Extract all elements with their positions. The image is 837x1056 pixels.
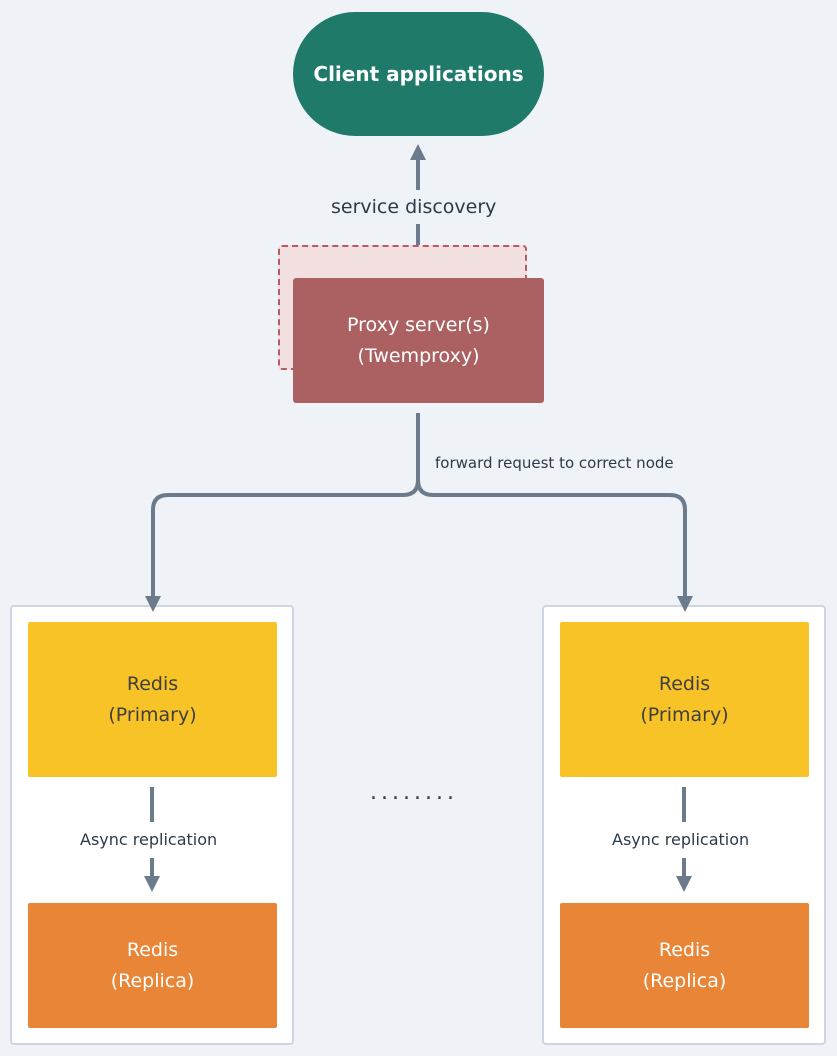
left-redis-primary-node: Redis (Primary) [28, 622, 277, 777]
right-redis-primary-node: Redis (Primary) [560, 622, 809, 777]
service-discovery-label: service discovery [331, 196, 497, 218]
proxy-server-label-line1: Proxy server(s) [347, 313, 490, 336]
right-replica-label-line2: (Replica) [642, 969, 727, 992]
left-replica-label-line2: (Replica) [110, 969, 195, 992]
right-redis-replica-node: Redis (Replica) [560, 903, 809, 1028]
client-applications-label: Client applications [313, 61, 524, 86]
left-replica-label-line1: Redis [126, 938, 179, 961]
right-async-replication-label: Async replication [612, 830, 750, 849]
proxy-to-left-shard-arrow [145, 413, 420, 612]
left-primary-label-line1: Redis [126, 672, 179, 695]
right-primary-label-line1: Redis [658, 672, 711, 695]
forward-request-label: forward request to correct node [435, 454, 674, 472]
proxy-server-label-line2: (Twemproxy) [357, 344, 480, 367]
left-redis-replica-node: Redis (Replica) [28, 903, 277, 1028]
left-primary-label-line2: (Primary) [108, 703, 197, 726]
client-applications-node: Client applications [293, 12, 544, 136]
right-primary-label-line2: (Primary) [640, 703, 729, 726]
left-async-replication-label: Async replication [80, 830, 218, 849]
proxy-server-node: Proxy server(s) (Twemproxy) [293, 278, 544, 403]
more-shards-ellipsis: ........ [370, 780, 458, 805]
right-replica-label-line1: Redis [658, 938, 711, 961]
proxy-to-right-shard-arrow [416, 479, 693, 612]
